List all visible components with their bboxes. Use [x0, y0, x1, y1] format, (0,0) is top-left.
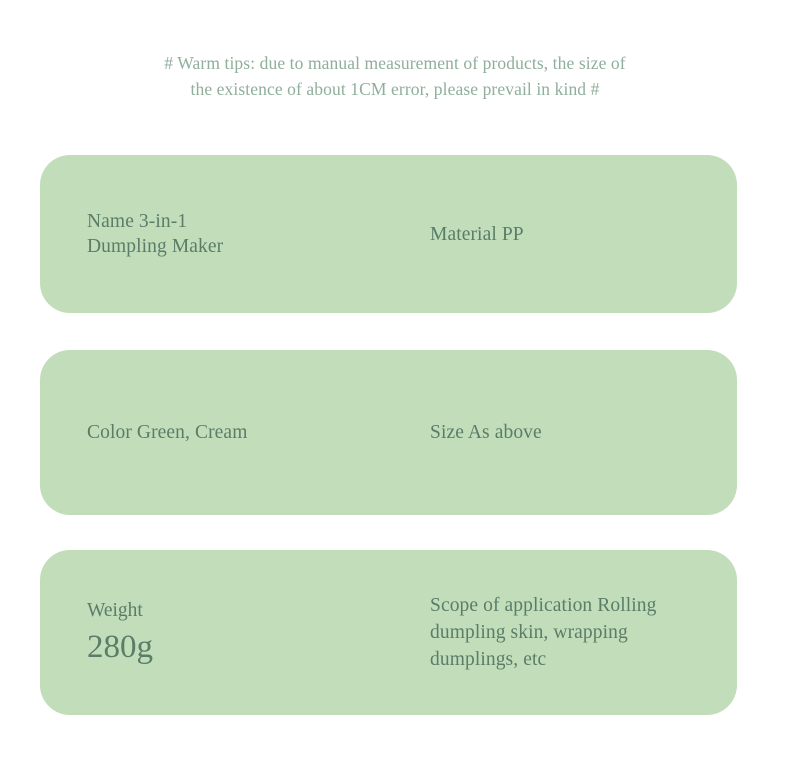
spec-line: Scope of application Rolling [430, 595, 657, 616]
spec-cell-color: Color Green, Cream [40, 350, 430, 515]
spec-line: dumpling skin, wrapping [430, 622, 628, 643]
spec-value-scope: Scope of application Rolling dumpling sk… [430, 592, 737, 673]
spec-cell-name: Name 3-in-1 Dumpling Maker [40, 155, 430, 313]
warm-tips-notice: # Warm tips: due to manual measurement o… [0, 50, 790, 102]
spec-line: Color Green, Cream [87, 422, 248, 443]
spec-card-color-size: Color Green, Cream Size As above [40, 350, 737, 515]
spec-line: Material PP [430, 223, 524, 245]
spec-value-size: Size As above [430, 419, 737, 446]
spec-line: Dumpling Maker [87, 236, 224, 257]
spec-cell-weight: Weight 280g [40, 550, 430, 715]
warm-tips-line-2: the existence of about 1CM error, please… [190, 79, 600, 99]
spec-cell-material: Material PP [430, 155, 737, 313]
spec-line: Size As above [430, 422, 542, 443]
spec-label-weight: Weight [87, 599, 143, 621]
spec-value-color: Color Green, Cream [87, 420, 430, 445]
spec-cell-size: Size As above [430, 350, 737, 515]
spec-card-weight-scope: Weight 280g Scope of application Rolling… [40, 550, 737, 715]
spec-value-name: Name 3-in-1 Dumpling Maker [87, 209, 430, 259]
spec-line: Name 3-in-1 [87, 211, 188, 232]
spec-value-weight: 280g [87, 628, 153, 665]
spec-line: dumplings, etc [430, 649, 547, 670]
spec-cell-scope: Scope of application Rolling dumpling sk… [430, 550, 737, 715]
spec-value-material: Material PP [430, 221, 737, 248]
spec-card-name-material: Name 3-in-1 Dumpling Maker Material PP [40, 155, 737, 313]
warm-tips-line-1: # Warm tips: due to manual measurement o… [164, 53, 626, 73]
